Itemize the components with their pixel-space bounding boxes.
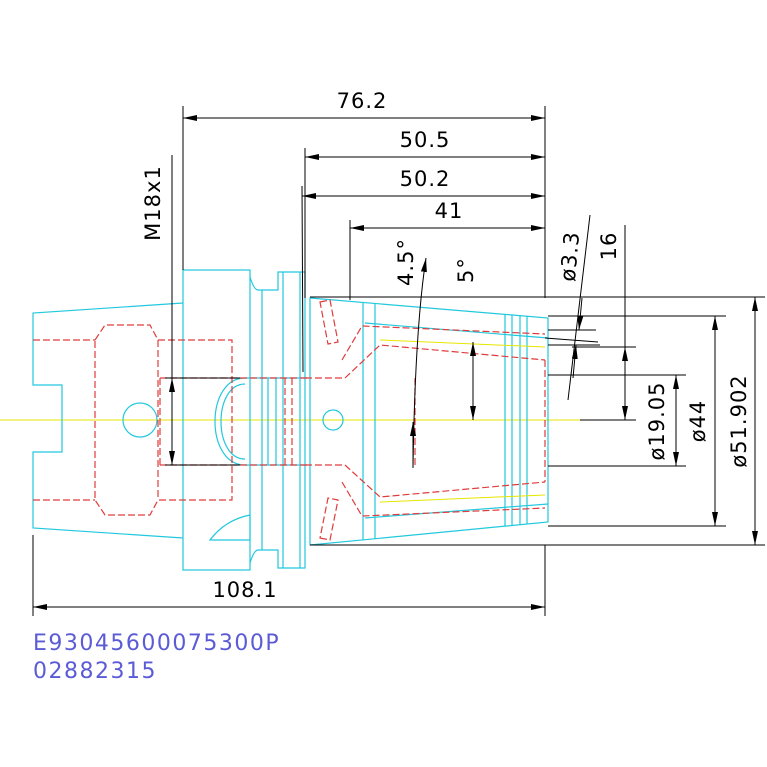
- dia-19-05-label: ø19.05: [645, 382, 669, 461]
- dimensions-group: 76.2 50.5 50.2 41 M18x1 4.5° 5° ø3.3: [32, 89, 765, 616]
- dia-3-3-extension: [544, 337, 599, 343]
- collet-nose-outline: [309, 297, 549, 546]
- thread-label: M18x1: [141, 165, 165, 241]
- shank-outline-group: [32, 302, 184, 539]
- shank-taper-outline: [32, 302, 184, 539]
- flange-groove-outline: [249, 271, 306, 569]
- thread-end-inner: [220, 383, 246, 460]
- extension-line: [301, 185, 304, 373]
- depth-16-label: 16: [597, 232, 621, 261]
- angle-arc-4-5: [412, 257, 427, 469]
- nose-inner-taper: [364, 503, 549, 519]
- thread-end-outer: [214, 377, 246, 466]
- dimension-label-108-1: 108.1: [212, 578, 277, 602]
- collet-slit-hidden: [341, 481, 546, 517]
- dimension-label-50-2: 50.2: [400, 167, 451, 191]
- collet-nose-outline-group: [309, 297, 549, 546]
- dimension-label-50-5: 50.5: [400, 128, 451, 152]
- collet-seat-line: [379, 339, 546, 348]
- dia-3-3-arrow: [577, 297, 584, 331]
- dia-3-3-leader: [567, 214, 591, 401]
- dia-51-902-label: ø51.902: [727, 374, 751, 467]
- collet-bore-hidden: [305, 464, 546, 498]
- shank-bore-hidden: [94, 324, 233, 516]
- dia-3-3-label: ø3.3: [556, 230, 584, 282]
- dimension-label-41: 41: [435, 199, 464, 223]
- collet-slit-hidden: [341, 325, 546, 361]
- collet-seat-line: [379, 494, 546, 503]
- nose-cross-hole: [322, 409, 344, 431]
- shank-cross-hole: [122, 402, 158, 438]
- flange-body: [182, 269, 251, 571]
- slot-hidden: [319, 497, 339, 541]
- collet-bore-hidden: [305, 344, 546, 379]
- angle-label-5: 5°: [454, 257, 478, 283]
- dia-3-3-arrow: [571, 344, 578, 379]
- dimension-label-76-2: 76.2: [337, 89, 388, 113]
- keyway-slot: [208, 514, 251, 541]
- part-number: E93045600075300P: [33, 631, 280, 656]
- order-code: 02882315: [33, 659, 157, 684]
- dia-44-label: ø44: [686, 400, 710, 443]
- angle-label-4-5: 4.5°: [394, 238, 418, 286]
- slot-hidden: [319, 299, 339, 345]
